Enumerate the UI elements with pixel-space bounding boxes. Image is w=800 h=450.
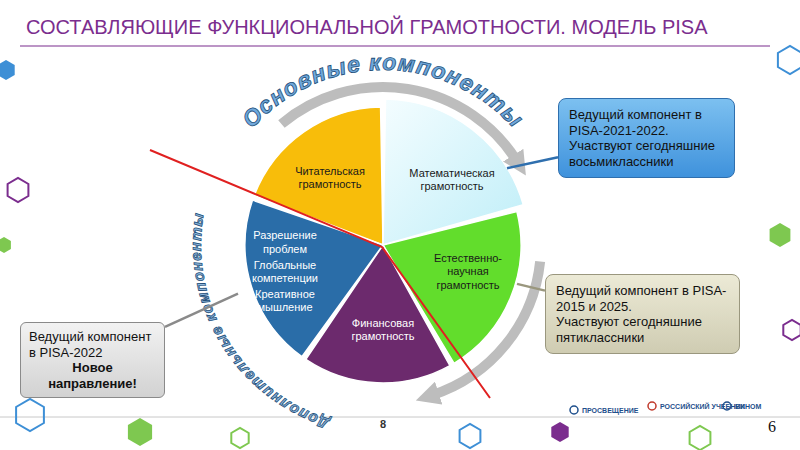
callout-pointer xyxy=(507,157,558,168)
callout-pointer xyxy=(165,294,238,327)
node-text: Ведущий компонент в PISA-2022 xyxy=(29,329,156,360)
page-number: 6 xyxy=(768,418,776,436)
node-text: Глобальные компетенции xyxy=(241,259,329,285)
hexagon xyxy=(460,424,481,448)
logo-mark xyxy=(570,406,578,414)
node-text: Ведущий компонент в PISA-2015 и 2025. xyxy=(556,283,729,314)
slide-number: 8 xyxy=(380,418,386,430)
node-text: Креативное мышление xyxy=(241,288,329,314)
arc-labels: Основные компонентыДополнительные компон… xyxy=(187,49,529,433)
hexagon xyxy=(8,178,29,202)
hexagon-decor xyxy=(0,46,800,450)
cycle-arrows xyxy=(281,87,540,395)
hexagon xyxy=(0,237,11,253)
pie-sector-label: Финансовая грамотность xyxy=(338,317,428,343)
hexagon xyxy=(551,422,568,442)
node-text: Финансовая грамотность xyxy=(338,317,428,343)
arc-label: Основные компоненты xyxy=(237,49,529,133)
logo-mark xyxy=(648,402,656,410)
node-text: Ведущий компонент в PISA-2021-2022. xyxy=(569,107,724,138)
hexagon xyxy=(690,426,711,450)
hexagon xyxy=(778,46,800,74)
logo-text: РОССИЙСКИЙ УЧЕБНИК xyxy=(660,403,745,410)
logo-text: БИНОМ xyxy=(735,403,761,410)
hexagon xyxy=(0,60,15,80)
node-text: Участвуют сегодняшние пятиклассники xyxy=(556,314,729,345)
arc-label: Дополнительные компоненты xyxy=(187,211,333,433)
pie-sector-label: Читательская грамотность xyxy=(288,165,372,191)
pie-sector-label: Разрешение проблемГлобальные компетенции… xyxy=(241,229,329,314)
slide-title: СОСТАВЛЯЮЩИЕ ФУНКЦИОНАЛЬНОЙ ГРАМОТНОСТИ.… xyxy=(26,16,708,39)
pie-sector-label: Математическая грамотность xyxy=(400,167,504,193)
hexagon xyxy=(770,223,791,247)
pie-sector-label: Естественно-научная грамотность xyxy=(422,252,514,292)
node-text: Участвуют сегодняшние восьмиклассники xyxy=(569,138,724,169)
logo-text: ПРОСВЕЩЕНИЕ xyxy=(582,407,638,414)
footer-rule xyxy=(0,417,800,418)
hexagon xyxy=(128,418,152,446)
node-text: Математическая грамотность xyxy=(400,167,504,193)
hexagon xyxy=(16,399,44,431)
node-text: Читательская грамотность xyxy=(288,165,372,191)
node-text: Разрешение проблем xyxy=(241,229,329,255)
hexagon xyxy=(783,320,800,340)
node-text: Новое направление! xyxy=(29,360,156,391)
callout-box: Ведущий компонент в PISA-2021-2022.Участ… xyxy=(558,98,735,178)
callout-pointer xyxy=(517,284,545,291)
node-text: Естественно-научная грамотность xyxy=(422,252,514,292)
callout-box: Ведущий компонент в PISA-2022Новое напра… xyxy=(20,322,165,398)
title-rule xyxy=(20,45,770,46)
hexagon xyxy=(231,428,248,448)
callout-box: Ведущий компонент в PISA-2015 и 2025.Уча… xyxy=(545,274,740,354)
